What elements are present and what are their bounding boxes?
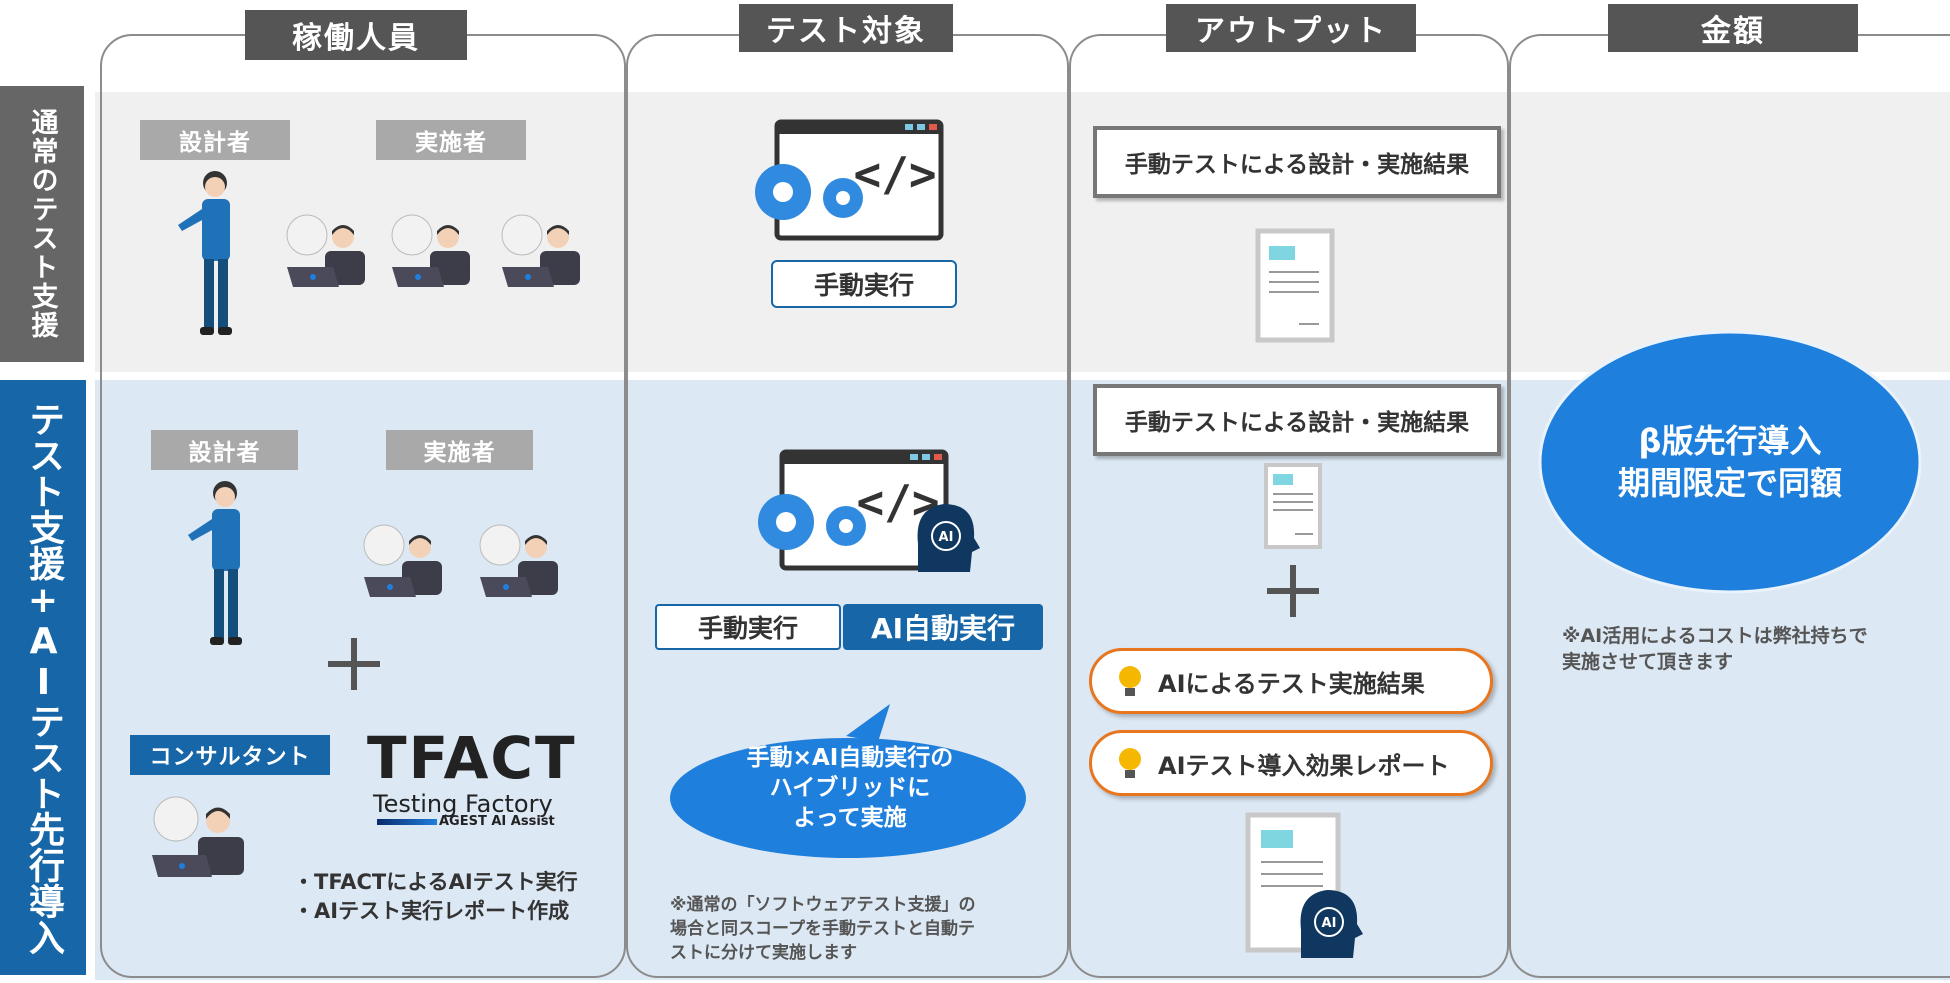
header-price: 金額 [1608, 4, 1858, 52]
header-output: アウトプット [1166, 4, 1416, 52]
header-staff: 稼働人員 [245, 10, 467, 60]
ai-auto-run-button: AI自動実行 [843, 604, 1043, 650]
hybrid-speech-bubble [670, 704, 1026, 858]
gear-icon [755, 164, 863, 220]
ai-report-label: AIテスト導入効果レポート [1158, 751, 1450, 780]
code-window-icon: </> AI [758, 449, 980, 572]
tfact-logo: TFACT Testing Factory AGEST AI Assist [365, 728, 580, 838]
plus-icon [1267, 565, 1319, 617]
scope-note: ※通常の「ソフトウェアテスト支援」の 場合と同スコープを手動テストと自動テ スト… [670, 895, 976, 963]
tfact-logo-sub: Testing Factory [373, 790, 553, 818]
executor-tag-ai: 実施者 [386, 430, 533, 470]
ai-head-icon: AI [1300, 890, 1363, 958]
person-standing-icon [178, 171, 232, 335]
person-laptop-icon [363, 524, 442, 597]
manual-result-label-ai: 手動テストによる設計・実施結果 [1093, 384, 1501, 456]
gear-icon [758, 494, 866, 550]
consultant-tag: コンサルタント [130, 735, 330, 775]
ai-report-pill: AIテスト導入効果レポート [1089, 730, 1493, 796]
person-laptop-icon [286, 214, 365, 287]
lightbulb-icon [1119, 748, 1141, 778]
price-oval-text: β版先行導入 期間限定で同額 [1617, 422, 1842, 502]
ai-test-result-pill: AIによるテスト実施結果 [1089, 648, 1493, 714]
tfact-bullet-item: ・AIテスト実行レポート作成 [293, 899, 570, 923]
row-label-normal: 通常のテスト支援 [0, 86, 84, 362]
person-laptop-icon [501, 214, 580, 287]
person-laptop-icon [479, 524, 558, 597]
row-label-normal-text: 通常のテスト支援 [26, 108, 58, 340]
row-label-ai-plus: + [27, 579, 59, 621]
document-icon [1255, 228, 1335, 343]
price-oval [1538, 330, 1922, 594]
lightbulb-icon [1119, 666, 1141, 696]
person-laptop-icon [391, 214, 470, 287]
svg-text:</>: </> [853, 147, 936, 201]
manual-run-button-ai: 手動実行 [655, 604, 841, 650]
price-note: ※AI活用によるコストは弊社持ちで 実施させて頂きます [1562, 625, 1868, 673]
manual-result-label: 手動テストによる設計・実施結果 [1093, 126, 1501, 198]
manual-run-button: 手動実行 [771, 260, 957, 308]
document-icon [1264, 463, 1322, 549]
tfact-bullet-list: ・TFACTによるAIテスト実行 ・AIテスト実行レポート作成 [293, 868, 578, 926]
designer-tag-ai: 設計者 [151, 430, 298, 470]
executor-tag: 実施者 [376, 120, 526, 160]
ai-head-icon: AI [917, 504, 980, 572]
svg-text:AI: AI [939, 530, 954, 545]
header-test-target: テスト対象 [739, 4, 953, 52]
document-icon: AI [1245, 812, 1363, 958]
tfact-logo-bar [377, 819, 437, 825]
svg-text:AI: AI [1322, 916, 1337, 931]
row-label-ai-text-1: テスト支援 [23, 400, 64, 581]
row-label-ai: テスト支援 + AIテスト先行導入 [0, 380, 86, 975]
tfact-logo-main: TFACT [367, 724, 577, 792]
row-label-ai-text-2: AIテスト先行導入 [23, 620, 64, 955]
tfact-logo-tagline: AGEST AI Assist [439, 814, 555, 829]
tfact-bullet-item: ・TFACTによるAIテスト実行 [293, 870, 578, 894]
code-window-icon: </> [755, 119, 944, 241]
person-laptop-icon [152, 796, 244, 877]
person-standing-icon [188, 481, 242, 645]
hybrid-bubble-text: 手動×AI自動実行の ハイブリッドに よって実施 [746, 745, 954, 831]
plus-icon [328, 638, 380, 690]
designer-tag: 設計者 [140, 120, 290, 160]
ai-test-result-label: AIによるテスト実施結果 [1158, 669, 1425, 698]
